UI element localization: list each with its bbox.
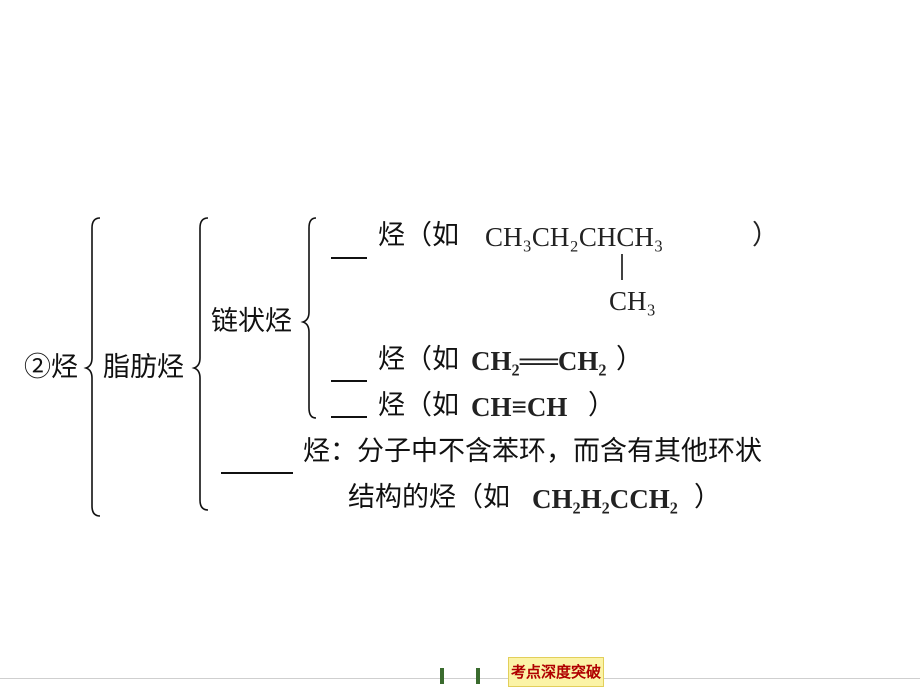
cyclo-formula: CH₂H₂CCH₂ [532, 484, 678, 514]
alkene-close: ） [616, 344, 643, 375]
cyclo-line1: 烃：分子中不含苯环，而含有其他环状 [303, 436, 762, 467]
footer-ornament-right [476, 668, 480, 684]
cyclo-close: ） [694, 482, 721, 513]
alkane-suffix: 烃（如 [378, 220, 459, 251]
alkyne-close: ） [588, 390, 615, 421]
outer-brace [83, 217, 101, 517]
footer-divider [0, 678, 920, 679]
aliphatic-label: 脂肪烃 [103, 352, 184, 383]
cyclo-line2-text: 结构的烃（如 [348, 482, 510, 513]
aliphatic-brace [191, 217, 209, 511]
alkyne-blank [331, 416, 367, 418]
chain-brace [300, 217, 317, 419]
alkene-formula: CH₂══CH₂ [471, 346, 607, 376]
alkene-blank [331, 380, 367, 382]
deep-breakthrough-button[interactable]: 考点深度突破 [508, 657, 604, 687]
alkyne-suffix: 烃（如 [378, 390, 459, 421]
alkyne-formula: CH≡CH [471, 392, 568, 422]
alkene-suffix: 烃（如 [378, 344, 459, 375]
alkane-blank [331, 257, 367, 259]
alkane-formula: CH₃CH₂CHCH₃ [485, 222, 664, 252]
root-label: ②烃 [24, 352, 78, 383]
chain-label: 链状烃 [211, 306, 292, 337]
footer-ornament-left [440, 668, 444, 684]
alkane-close: ） [752, 220, 779, 250]
alkane-branch: CH₃ [609, 286, 656, 316]
cyclo-blank [221, 472, 293, 474]
